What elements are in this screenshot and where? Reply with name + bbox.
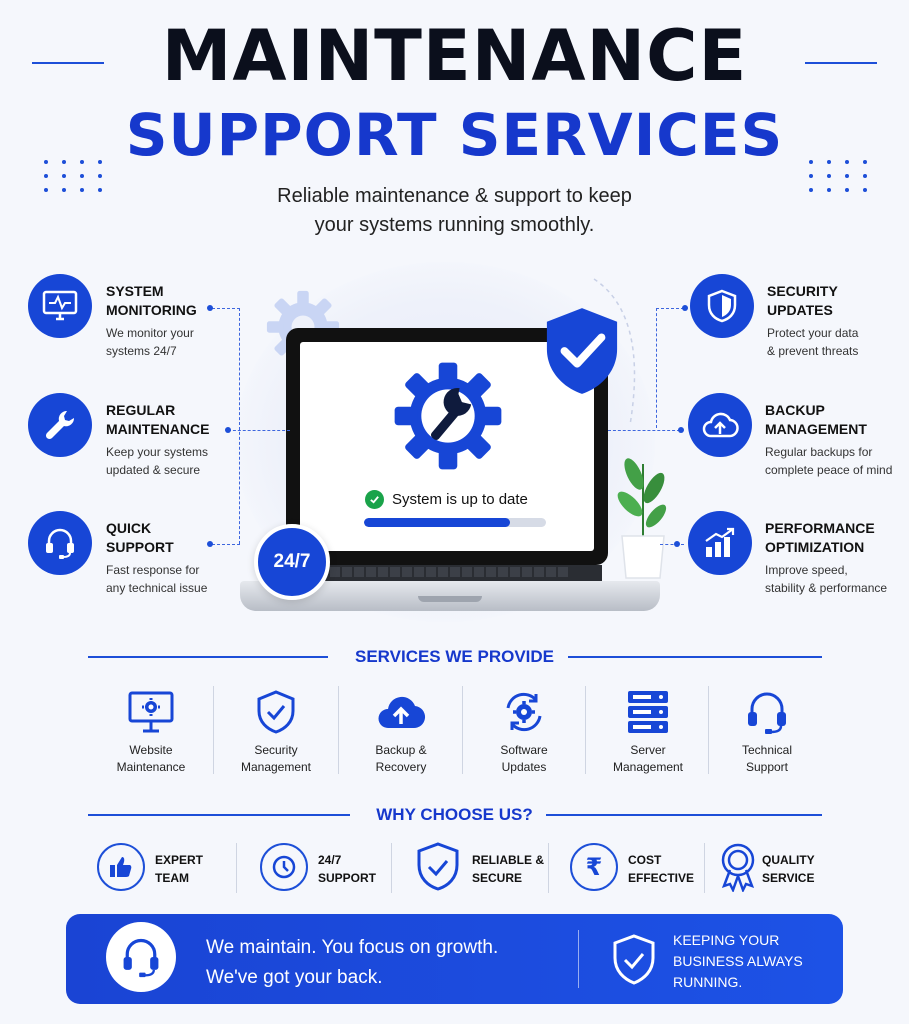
rupee-icon: ₹	[570, 843, 618, 891]
connector-dot	[225, 427, 231, 433]
monitor-gear-icon	[89, 686, 213, 738]
laptop-keyboard	[330, 567, 570, 577]
connector-right-3	[660, 544, 684, 545]
why-divider	[548, 843, 549, 893]
cloud-upload-icon	[339, 686, 463, 738]
page-subtitle-title: SUPPORT SERVICES	[125, 101, 784, 169]
monitor-pulse-icon	[28, 274, 92, 338]
update-progress-bar	[364, 518, 546, 527]
support-247-badge: 24/7	[254, 524, 330, 600]
banner-divider	[578, 930, 579, 988]
gear-wrench-icon	[394, 362, 502, 470]
shield-icon	[690, 274, 754, 338]
gear-refresh-icon	[462, 686, 586, 738]
connector-right-vertical	[656, 308, 657, 428]
connector-dot	[207, 541, 213, 547]
banner-shield-icon	[613, 934, 655, 985]
plant-decoration	[617, 458, 667, 579]
thumbs-up-icon	[97, 843, 145, 891]
connector-left-vertical	[239, 308, 240, 544]
wrench-icon	[28, 393, 92, 457]
award-medal-icon	[714, 843, 762, 892]
bottom-banner	[66, 914, 843, 1004]
connector-dot	[207, 305, 213, 311]
page-title: MAINTENANCE	[161, 15, 748, 97]
connector-right-2	[608, 430, 680, 431]
status-check-icon	[365, 490, 384, 509]
tagline: Reliable maintenance & support to keep y…	[277, 185, 632, 236]
banner-message: We maintain. You focus on growth. We've …	[206, 937, 499, 988]
why-divider	[704, 843, 705, 893]
services-line-left	[88, 656, 328, 658]
service-backup-recovery: Backup &Recovery	[339, 686, 463, 776]
connector-right-1	[656, 308, 684, 309]
clock-icon	[260, 843, 308, 891]
services-heading: SERVICES WE PROVIDE	[354, 647, 554, 666]
headset-icon	[28, 511, 92, 575]
why-reliable-secure: RELIABLE &SECURE	[414, 842, 549, 895]
bar-chart-icon	[688, 511, 752, 575]
status-text: System is up to date	[392, 491, 528, 508]
header-line-left	[32, 62, 104, 64]
service-divider	[338, 686, 339, 774]
connector-dot	[682, 305, 688, 311]
shield-check-icon	[414, 842, 462, 891]
update-progress-fill	[364, 518, 510, 527]
arc-decoration	[593, 278, 636, 426]
why-divider	[236, 843, 237, 893]
server-icon	[586, 686, 710, 738]
connector-left-3	[212, 544, 240, 545]
why-line-left	[88, 814, 350, 816]
why-heading: WHY CHOOSE US?	[376, 805, 533, 824]
connector-dot	[678, 427, 684, 433]
dots-decoration-left	[44, 160, 102, 192]
service-divider	[213, 686, 214, 774]
banner-headset-icon	[106, 922, 176, 992]
laptop-notch	[418, 596, 482, 602]
why-divider	[391, 843, 392, 893]
header-line-right	[805, 62, 877, 64]
connector-dot	[674, 541, 680, 547]
cloud-upload-icon	[688, 393, 752, 457]
banner-tagline: KEEPING YOUR BUSINESS ALWAYS RUNNING.	[673, 932, 803, 990]
security-shield-icon	[546, 308, 618, 394]
shield-check-icon	[214, 686, 338, 738]
service-divider	[708, 686, 709, 774]
dots-decoration-right	[809, 160, 867, 192]
connector-left-1	[212, 308, 240, 309]
service-divider	[585, 686, 586, 774]
headset-icon	[705, 686, 829, 738]
services-line-right	[568, 656, 822, 658]
service-divider	[462, 686, 463, 774]
why-line-right	[546, 814, 822, 816]
connector-left-2	[228, 430, 290, 431]
